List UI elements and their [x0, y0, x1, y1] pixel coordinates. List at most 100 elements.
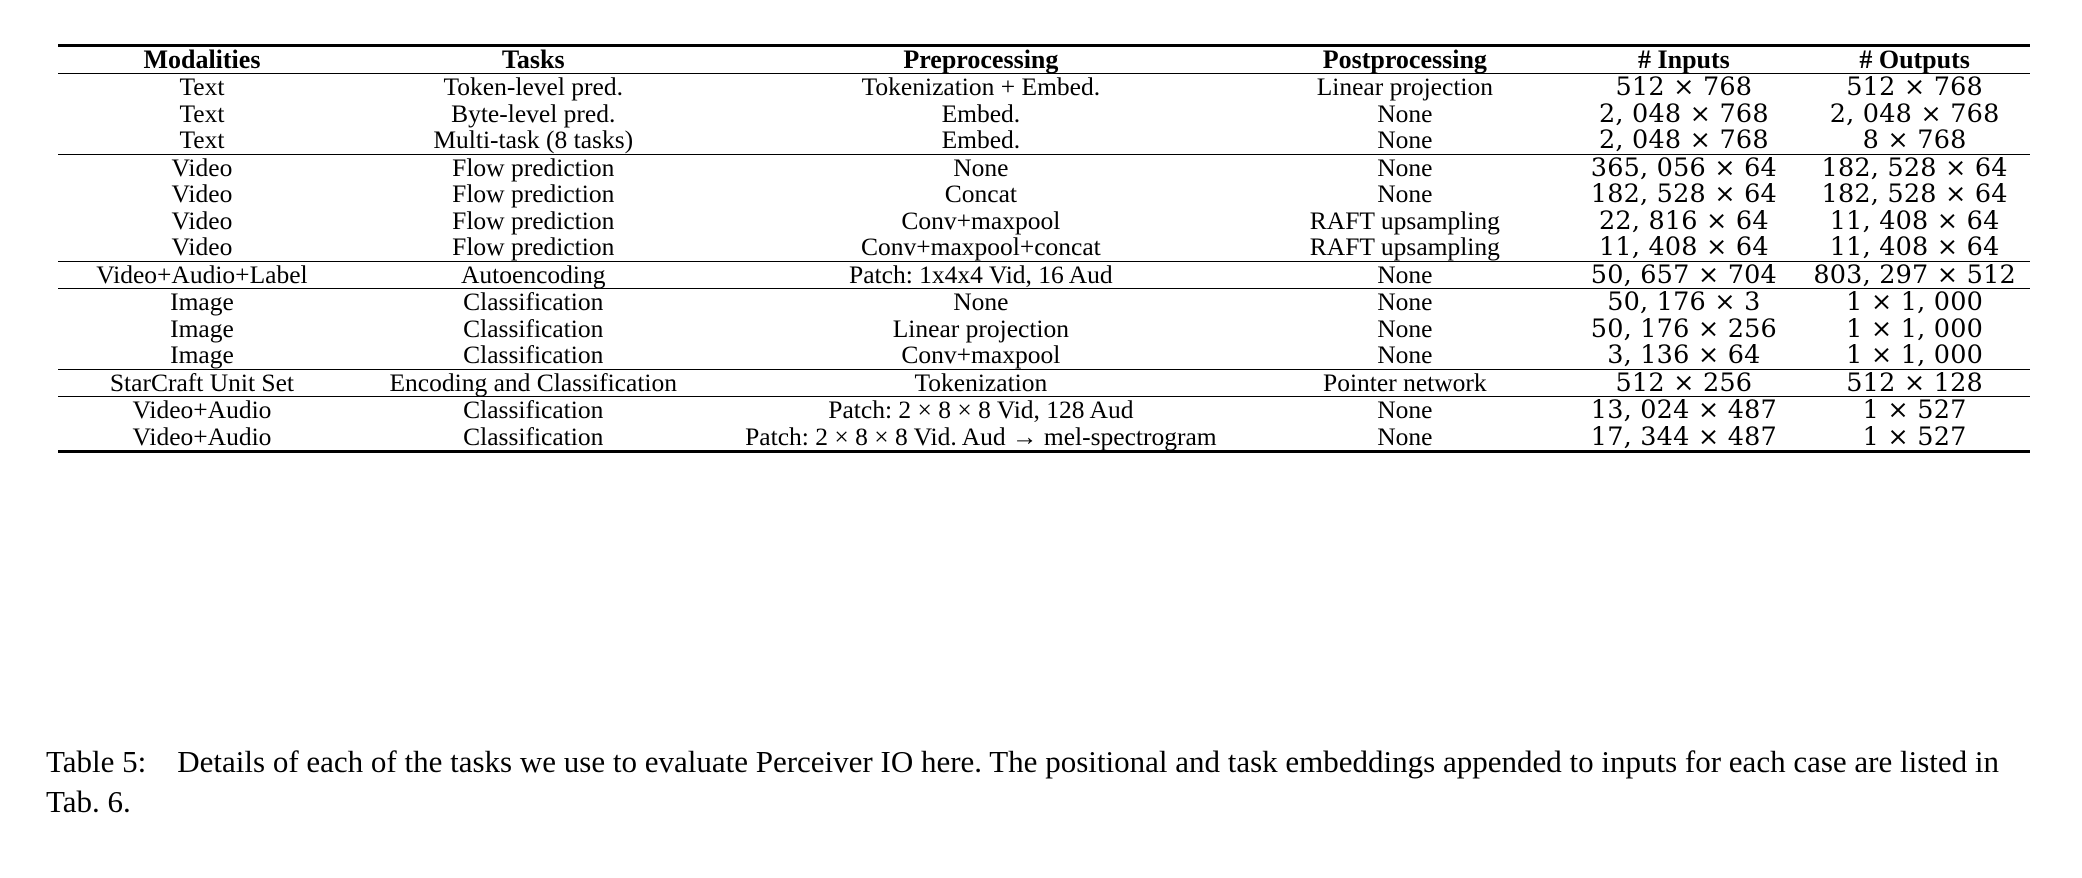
- details-table: Modalities Tasks Preprocessing Postproce…: [58, 44, 2030, 453]
- cell-postprocessing: RAFT upsampling: [1309, 232, 1500, 261]
- table-row: Image Classification Linear projection None…: [58, 313, 2030, 344]
- cell-outputs: 1 × 527: [1799, 423, 2030, 453]
- cell-modalities: Video+Audio+Label: [58, 260, 346, 289]
- cell-modalities: Text: [58, 73, 346, 101]
- cell-inputs: 512 × 256: [1568, 368, 1800, 397]
- column-header-tasks: Tasks: [345, 44, 721, 74]
- cell-modalities: Video: [171, 232, 233, 261]
- cell-outputs: 2, 048 × 768: [1829, 98, 2000, 129]
- cell-inputs: 50, 176 × 3: [1568, 288, 1800, 316]
- cell-outputs: 11, 408 × 64: [1829, 232, 2000, 262]
- cell-inputs: 17, 344 × 487: [1568, 423, 1800, 453]
- cell-modalities: StarCraft Unit Set: [58, 368, 346, 397]
- column-header-modalities: Modalities: [58, 44, 346, 74]
- cell-preprocessing: Concat: [944, 179, 1017, 208]
- cell-modalities: Video: [171, 179, 233, 208]
- cell-outputs: 512 × 768: [1799, 73, 2030, 101]
- cell-tasks: Classification: [463, 313, 604, 343]
- cell-outputs: 8 × 768: [1862, 125, 1967, 155]
- cell-postprocessing: None: [1241, 153, 1569, 181]
- cell-tasks: Flow prediction: [345, 153, 721, 181]
- cell-inputs: 50, 657 × 704: [1568, 260, 1800, 289]
- cell-modalities: Video: [171, 205, 233, 235]
- cell-inputs: 182, 528 × 64: [1590, 179, 1777, 209]
- cell-tasks: Classification: [345, 396, 721, 424]
- cell-inputs: 50, 176 × 256: [1590, 313, 1777, 344]
- cell-preprocessing: None: [720, 288, 1242, 316]
- cell-inputs: 2, 048 × 768: [1598, 125, 1769, 155]
- cell-postprocessing: RAFT upsampling: [1309, 205, 1500, 235]
- cell-postprocessing: None: [1377, 340, 1433, 369]
- cell-preprocessing: Conv+maxpool+concat: [860, 232, 1101, 261]
- column-header-inputs: # Inputs: [1568, 44, 1800, 74]
- cell-preprocessing: None: [720, 153, 1242, 181]
- caption-text: Details of each of the tasks we use to e…: [46, 744, 2000, 820]
- cell-tasks: Classification: [345, 288, 721, 316]
- cell-tasks: Autoencoding: [345, 260, 721, 289]
- cell-modalities: Video+Audio: [58, 423, 346, 453]
- cell-preprocessing: Linear projection: [892, 313, 1070, 343]
- cell-postprocessing: None: [1377, 125, 1433, 154]
- cell-preprocessing: Patch: 1x4x4 Vid, 16 Aud: [720, 260, 1242, 289]
- cell-outputs: 1 × 1, 000: [1846, 340, 1984, 370]
- cell-inputs: 365, 056 × 64: [1568, 153, 1800, 181]
- cell-outputs: 182, 528 × 64: [1799, 153, 2030, 181]
- cell-preprocessing: Embed.: [941, 125, 1021, 154]
- cell-outputs: 512 × 128: [1799, 368, 2030, 397]
- cell-modalities: Text: [179, 125, 225, 154]
- cell-tasks: Encoding and Classification: [345, 368, 721, 397]
- cell-modalities: Video: [58, 153, 346, 181]
- cell-postprocessing: None: [1377, 179, 1433, 208]
- cell-modalities: Video+Audio: [58, 396, 346, 424]
- cell-postprocessing: Linear projection: [1241, 73, 1569, 101]
- cell-tasks: Byte-level pred.: [451, 98, 616, 128]
- table-header: Modalities Tasks Preprocessing Postproce…: [58, 44, 2030, 74]
- cell-outputs: 1 × 1, 000: [1846, 313, 1984, 344]
- cell-tasks: Token-level pred.: [345, 73, 721, 101]
- cell-outputs: 182, 528 × 64: [1821, 179, 2008, 209]
- cell-outputs: 11, 408 × 64: [1829, 205, 2000, 236]
- table-row: Text Multi-task (8 tasks) Embed. None 2, 048…: [58, 127, 2030, 154]
- cell-preprocessing: Tokenization + Embed.: [720, 73, 1242, 101]
- cell-outputs: 1 × 527: [1799, 396, 2030, 424]
- table-caption: Table 5: Details of each of the tasks we…: [46, 742, 2036, 823]
- cell-modalities: Text: [179, 98, 225, 128]
- cell-postprocessing: None: [1241, 423, 1569, 453]
- cell-modalities: Image: [58, 288, 346, 316]
- cell-inputs: 3, 136 × 64: [1607, 340, 1761, 370]
- cell-preprocessing: Conv+maxpool: [901, 205, 1061, 235]
- column-header-preprocessing: Preprocessing: [720, 44, 1242, 74]
- cell-modalities: Image: [170, 340, 234, 369]
- cell-inputs: 13, 024 × 487: [1568, 396, 1800, 424]
- cell-modalities: Image: [170, 313, 234, 343]
- cell-preprocessing: Tokenization: [720, 368, 1242, 397]
- cell-preprocessing: Conv+maxpool: [901, 340, 1061, 369]
- cell-tasks: Multi-task (8 tasks): [433, 125, 634, 154]
- table-row: Image Classification Conv+maxpool None 3, 13…: [58, 342, 2030, 369]
- cell-inputs: 11, 408 × 64: [1598, 232, 1769, 262]
- cell-inputs: 512 × 768: [1568, 73, 1800, 101]
- table-container: Modalities Tasks Preprocessing Postproce…: [58, 44, 2030, 453]
- cell-postprocessing: None: [1377, 313, 1433, 343]
- cell-outputs: 803, 297 × 512: [1799, 260, 2030, 289]
- caption-label: Table 5:: [46, 744, 147, 779]
- cell-postprocessing: None: [1241, 260, 1569, 289]
- cell-postprocessing: None: [1241, 396, 1569, 424]
- cell-postprocessing: Pointer network: [1241, 368, 1569, 397]
- cell-tasks: Classification: [463, 340, 604, 369]
- table-row: Video Flow prediction Conv+maxpool+concat R…: [58, 234, 2030, 261]
- cell-tasks: Classification: [345, 423, 721, 453]
- cell-tasks: Flow prediction: [452, 232, 615, 261]
